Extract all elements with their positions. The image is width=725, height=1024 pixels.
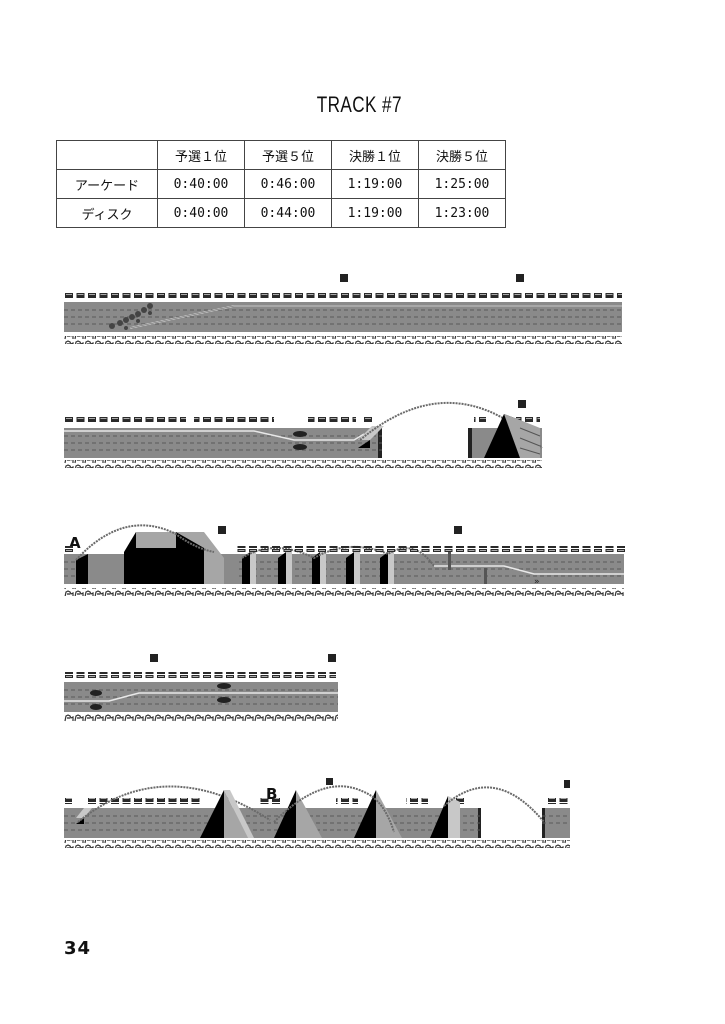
table-cell: 1:23:00 — [418, 198, 506, 228]
page-title: TRACK #7 — [316, 92, 402, 117]
table-row: ディスク 0:40:00 0:44:00 1:19:00 1:23:00 — [56, 198, 506, 228]
flagman-icon — [328, 654, 336, 662]
flagman-icon — [516, 274, 524, 282]
table-header-cell: 決勝１位 — [331, 140, 419, 170]
table-header-cell: 予選５位 — [244, 140, 332, 170]
mud-patch-icon — [90, 704, 102, 710]
table-cell: 1:25:00 — [418, 169, 506, 199]
track-segment-4 — [64, 650, 344, 722]
mud-patch-icon — [293, 431, 307, 437]
flagman-icon — [150, 654, 158, 662]
track-segment-2 — [64, 392, 544, 470]
table-header-cell: 決勝５位 — [418, 140, 506, 170]
arrow-marker-icon: » — [534, 577, 540, 587]
table-header-cell: 予選１位 — [157, 140, 245, 170]
checkpoint-label-b: B — [266, 785, 277, 803]
row-label: ディスク — [56, 198, 158, 228]
table-cell: 0:44:00 — [244, 198, 332, 228]
flagman-icon — [218, 526, 226, 534]
flagman-icon — [454, 526, 462, 534]
barrier-post-icon — [484, 568, 487, 584]
page-number: 34 — [64, 938, 92, 959]
mud-patch-icon — [217, 683, 231, 689]
mud-patch-icon — [217, 697, 231, 703]
table-cell: 1:19:00 — [331, 169, 419, 199]
starting-grid-bikes-icon — [109, 303, 153, 330]
mud-patch-icon — [293, 444, 307, 450]
barrier-post-icon — [448, 552, 451, 570]
table-cell: 0:40:00 — [157, 198, 245, 228]
track-segment-1 — [64, 268, 624, 346]
flagman-icon — [340, 274, 348, 282]
table-header-row: 予選１位 予選５位 決勝１位 決勝５位 — [56, 140, 506, 170]
track-segment-3: A » — [64, 518, 626, 596]
track-segment-5: B — [64, 772, 574, 850]
table-cell: 1:19:00 — [331, 198, 419, 228]
table-cell: 0:46:00 — [244, 169, 332, 199]
flagman-icon — [518, 400, 526, 408]
mud-patch-icon — [90, 690, 102, 696]
row-label: アーケード — [56, 169, 158, 199]
lap-times-table: 予選１位 予選５位 決勝１位 決勝５位 アーケード 0:40:00 0:46:0… — [56, 140, 506, 228]
table-header-cell — [56, 140, 158, 170]
table-cell: 0:40:00 — [157, 169, 245, 199]
rider-icon — [326, 778, 333, 785]
table-row: アーケード 0:40:00 0:46:00 1:19:00 1:25:00 — [56, 169, 506, 199]
flagman-icon — [564, 780, 570, 788]
